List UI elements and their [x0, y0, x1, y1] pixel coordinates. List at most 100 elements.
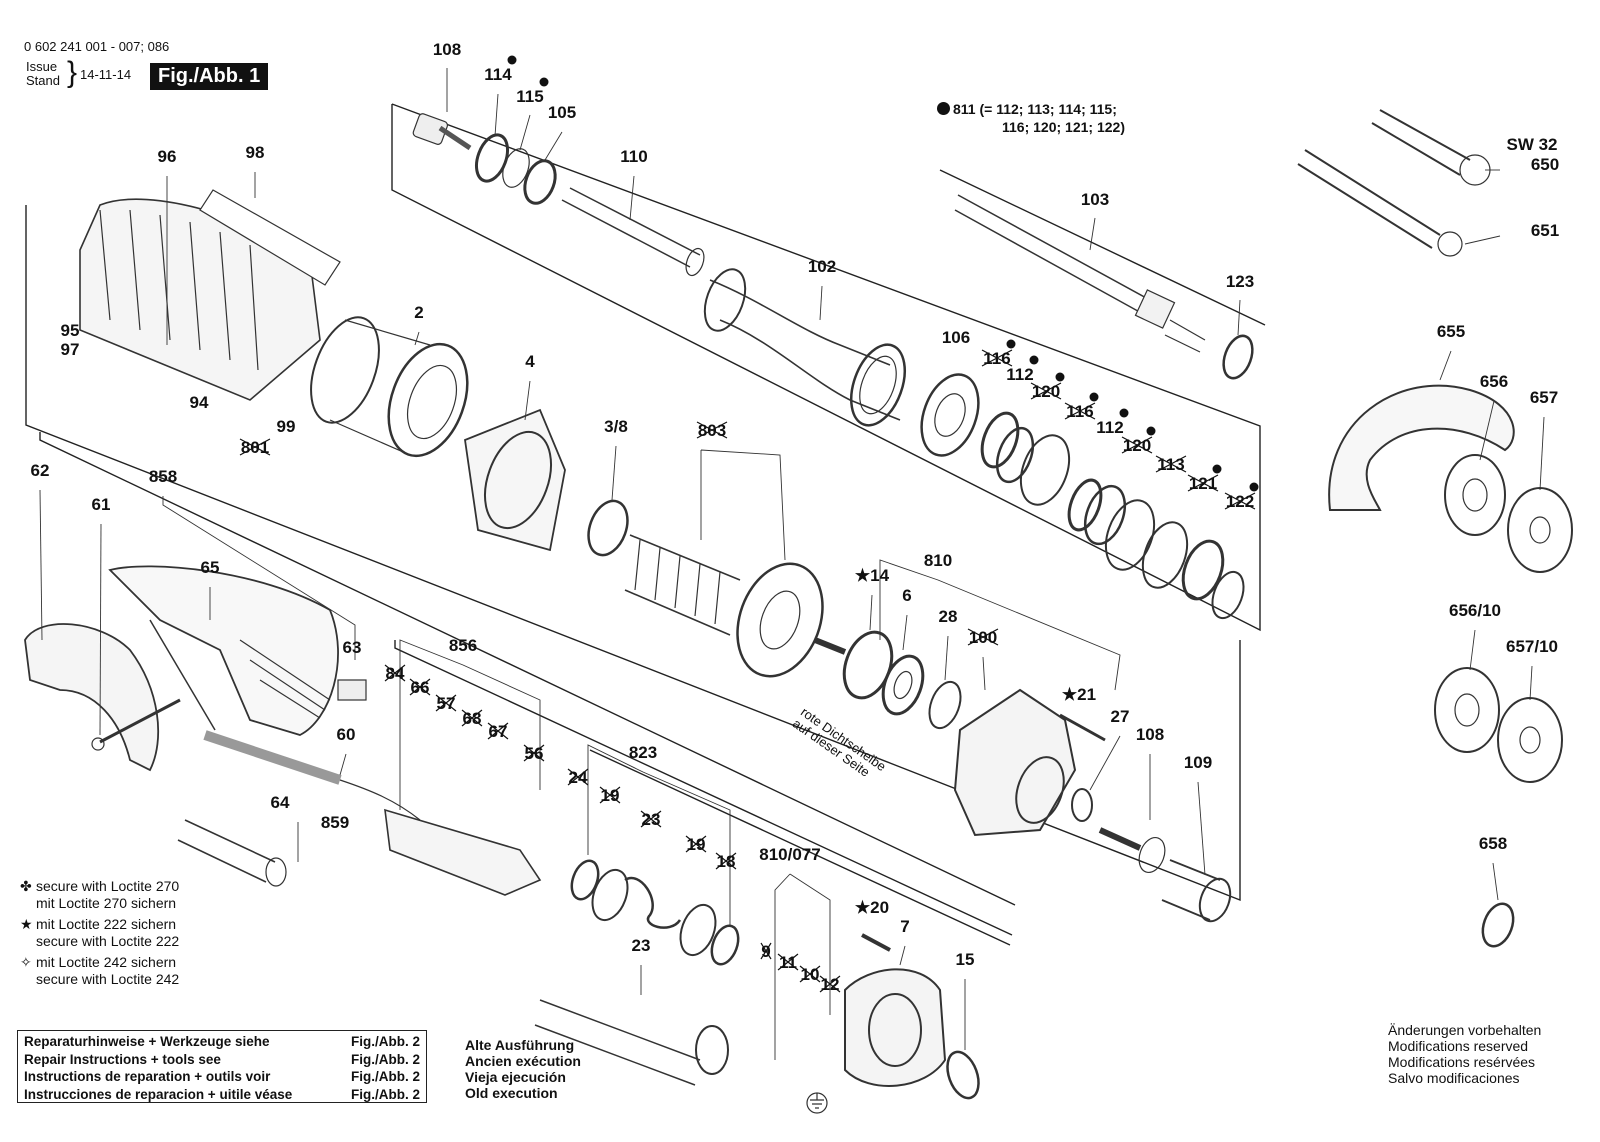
legend-line: mit Loctite 270 sichern	[36, 895, 177, 911]
part-label: 62	[31, 461, 50, 480]
strikeout-mark	[567, 768, 589, 786]
figure-label: Fig./Abb. 1	[150, 63, 269, 90]
pinion-top	[412, 113, 472, 151]
star-icon: ★	[20, 916, 33, 932]
modifications-line: Änderungen vorbehalten	[1388, 1022, 1542, 1038]
part-label: 112	[1006, 365, 1033, 384]
part-label: 810/077	[759, 845, 820, 864]
legend-line: mit Loctite 242 sichern	[36, 954, 177, 970]
handle-frame	[39, 432, 1016, 906]
strikeout-mark	[685, 835, 707, 853]
set-dot-icon	[1089, 392, 1099, 402]
part-label: ★14	[855, 566, 890, 585]
strikeout-mark	[1030, 382, 1062, 400]
part-label: 63	[343, 638, 362, 657]
part-label: ★20	[855, 898, 889, 917]
strikeout-mark	[384, 664, 406, 682]
part-label: 109	[1184, 753, 1212, 772]
set-note-line1: 811 (= 112; 113; 114; 115;	[953, 101, 1117, 117]
part-label: 99	[277, 417, 296, 436]
strikeout-mark	[967, 628, 999, 646]
set-note: 811 (= 112; 113; 114; 115; 116; 120; 121…	[937, 100, 1125, 136]
part-label: 6	[902, 586, 911, 605]
part-label: 858	[149, 467, 177, 486]
spindle-frame	[391, 103, 1261, 632]
strikeout-mark	[1155, 455, 1187, 473]
part-label: 65	[201, 558, 220, 577]
issue-brace: }	[67, 56, 78, 89]
strikeout-mark	[696, 421, 728, 439]
part-label: 823	[629, 743, 657, 762]
clover-icon: ✤	[20, 878, 32, 894]
part-label: 810	[924, 551, 952, 570]
modifications-line: Salvo modificaciones	[1388, 1070, 1520, 1086]
part-label: 658	[1479, 834, 1507, 853]
legend-line: mit Loctite 222 sichern	[36, 916, 177, 932]
set-dot-icon	[507, 55, 517, 65]
repair-ref: Fig./Abb. 2	[351, 1086, 420, 1102]
old-execution-line: Ancien exécution	[465, 1053, 581, 1069]
part-label: 656	[1480, 372, 1508, 391]
part-label: 95	[61, 321, 80, 340]
modifications-note: Änderungen vorbehalten Modifications res…	[1388, 1022, 1541, 1086]
part-drawings	[24, 68, 1573, 1114]
strikeout-mark	[981, 349, 1013, 367]
strikeout-mark	[1121, 436, 1153, 454]
part-label: 98	[246, 143, 265, 162]
part-label: 112	[1096, 418, 1123, 437]
legend-line: secure with Loctite 270	[36, 878, 180, 894]
part-label: 656/10	[1449, 601, 1501, 620]
set-note-line2: 116; 120; 121; 122)	[1002, 119, 1125, 135]
strikeout-mark	[1187, 474, 1219, 492]
part-label: 27	[1111, 707, 1130, 726]
part-label: 108	[433, 40, 461, 59]
strikeout-mark	[760, 942, 772, 960]
old-execution-line: Old execution	[465, 1085, 558, 1101]
legend-line: secure with Loctite 242	[36, 971, 180, 987]
set-dot-icon	[539, 77, 549, 87]
part-label: 102	[808, 257, 836, 276]
set-dot-icon	[1006, 339, 1016, 349]
repair-ref: Fig./Abb. 2	[351, 1034, 420, 1049]
repair-ref: Fig./Abb. 2	[351, 1051, 420, 1067]
legend-line: secure with Loctite 222	[36, 933, 180, 949]
strikeout-mark	[239, 438, 271, 456]
repair-row: Instrucciones de reparacion + uitile véa…	[24, 1086, 420, 1104]
part-label: 61	[92, 495, 111, 514]
repair-text: Repair Instructions + tools see	[24, 1051, 221, 1067]
part-label: 105	[548, 103, 576, 122]
issue-date: 14-11-14	[80, 67, 132, 82]
set-dot-icon	[1212, 464, 1222, 474]
part-label: 856	[449, 636, 477, 655]
strikeout-mark	[640, 810, 662, 828]
set-dot-icon	[1055, 372, 1065, 382]
strikeout-mark	[819, 975, 841, 993]
part-label: 3/8	[604, 417, 628, 436]
repair-text: Instrucciones de reparacion + uitile véa…	[24, 1086, 293, 1102]
strikeout-mark	[461, 709, 483, 727]
strikeout-mark	[715, 852, 737, 870]
issue-label: Issue Stand	[26, 60, 60, 88]
set-dot-icon	[1146, 426, 1156, 436]
part-label: 7	[900, 917, 909, 936]
strikeout-mark	[1224, 492, 1256, 510]
repair-row: Repair Instructions + tools see Fig./Abb.…	[24, 1051, 420, 1069]
repair-ref: Fig./Abb. 2	[351, 1069, 420, 1084]
part-label: 106	[942, 328, 970, 347]
part-label: 23	[632, 936, 651, 955]
frame-lines	[25, 103, 1266, 946]
set-dot-icon	[1029, 355, 1039, 365]
modifications-line: Modifications resérvées	[1388, 1054, 1536, 1070]
strikeout-mark	[487, 722, 509, 740]
old-execution-line: Alte Ausführung	[465, 1037, 575, 1053]
doc-number: 0 602 241 001 - 007; 086	[24, 39, 170, 54]
part-label: 114	[484, 65, 512, 84]
set-dot-icon	[1119, 408, 1129, 418]
part-label: 115	[516, 87, 543, 106]
